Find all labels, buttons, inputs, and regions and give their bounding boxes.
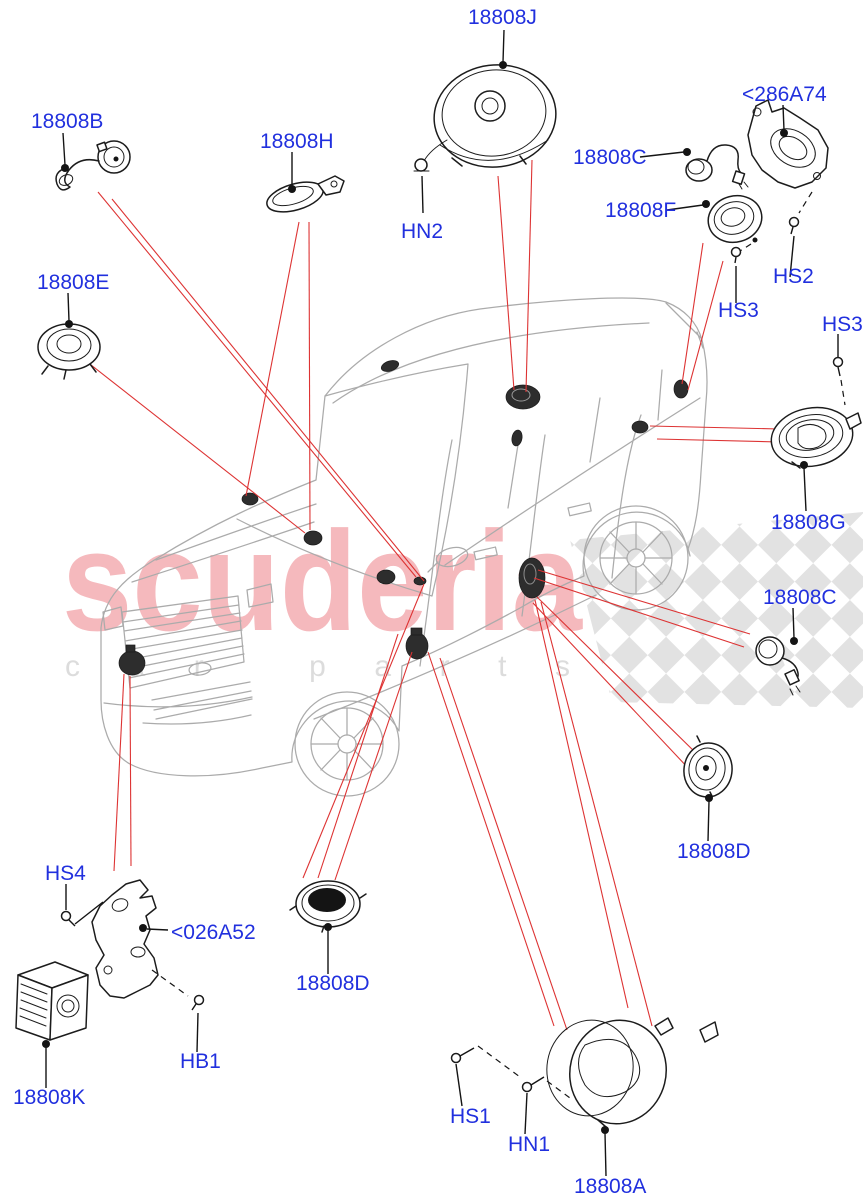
callout-18808J[interactable]: 18808J [468,6,537,29]
callout-HB1[interactable]: HB1 [180,1050,221,1073]
bumper-speaker-marker [118,650,146,676]
callout-18808D-center[interactable]: 18808D [296,972,370,995]
a-pillar-tweeter-marker [413,576,427,586]
car-grille [121,595,245,689]
part-18808C-top-tweeter [685,144,749,190]
car-illustration [100,297,708,797]
car-body-outline [100,297,708,777]
front-door-speaker-bracket [410,627,423,636]
bumper-speaker-bracket [125,644,136,653]
callout-HS4[interactable]: HS4 [45,862,86,885]
callout-HN2[interactable]: HN2 [401,220,443,243]
part-HS4-screw [60,901,104,927]
callout-18808K[interactable]: 18808K [13,1086,85,1109]
car-rear-details [665,302,704,349]
dash-right-speaker-marker [376,569,396,585]
callout-HS3-right[interactable]: HS3 [822,313,863,336]
part-drawings [15,64,862,1128]
car-mirror-stem [427,561,439,573]
part-18808H-speaker [266,175,345,213]
part-18808D-center-speaker [289,880,367,933]
callout-18808C-mid[interactable]: 18808C [763,586,837,609]
callout-18808B[interactable]: 18808B [31,110,103,133]
roof-speaker-marker-ring [511,388,531,402]
roof-rail-marker [380,360,400,372]
part-18808K-subwoofer [15,961,89,1041]
b-pillar-marker [511,429,523,447]
callout-18808H[interactable]: 18808H [260,130,334,153]
callout-18808E[interactable]: 18808E [37,271,109,294]
callout-026A52[interactable]: <026A52 [171,921,256,944]
car-badge [188,662,212,676]
car-hood-lines [131,503,317,583]
callout-18808A[interactable]: 18808A [574,1175,646,1198]
part-18808B-speaker [55,140,131,191]
callout-18808F[interactable]: 18808F [605,199,676,222]
car-door-handle-front [473,546,498,561]
car-windshield [236,363,469,597]
part-18808C-mid-tweeter [755,636,801,696]
callout-HN1[interactable]: HN1 [508,1133,550,1156]
part-callouts: 18808J 18808B 18808H 18808E HN2 18808C <… [13,6,863,1198]
part-18808E-speaker [37,323,101,380]
part-HS1-screw [450,1045,521,1078]
part-18808J-speaker [423,64,557,168]
part-HN1-bolt [521,1076,571,1099]
car-roof-inner-line [332,322,650,404]
part-HB1-bolt [191,994,205,1011]
car-front-wheel [294,691,400,797]
part-HS2-screw [788,216,800,235]
car-speaker-markers [118,360,689,676]
car-door-handle-rear [567,502,592,517]
car-headlights [102,583,274,631]
rear-pillar-marker [673,379,689,399]
part-026A52-bracket [91,879,189,999]
callout-18808D-right[interactable]: 18808D [677,840,751,863]
car-sill [313,594,597,720]
dash-center-speaker-marker [303,530,323,546]
checkered-flag [570,512,863,708]
part-18808F-speaker [707,194,763,252]
callout-HS2[interactable]: HS2 [773,265,814,288]
part-HS3-right-screw [832,356,846,406]
part-HS3-upper-screw [730,246,742,264]
car-rear-wheel [583,505,689,611]
part-286A74-bracket-assembly [747,99,829,214]
callout-HS1[interactable]: HS1 [450,1105,491,1128]
car-bumper-lines [103,681,253,725]
callout-HS3-upper[interactable]: HS3 [718,299,759,322]
watermark: scuderia car parts [62,502,863,708]
part-18808D-right-speaker [683,735,733,798]
front-door-speaker-marker [405,632,429,660]
rear-door-speaker-ring [523,563,537,585]
car-beltline [444,397,701,566]
part-HN2-bolt [413,158,430,214]
callout-18808G[interactable]: 18808G [771,511,846,534]
red-locator-lines [71,159,780,1031]
rear-quarter-marker [631,420,649,434]
roof-speaker-marker [505,384,541,410]
watermark-brand: scuderia [62,502,583,661]
car-mirror [435,546,469,568]
callout-18808C-top[interactable]: 18808C [573,146,647,169]
part-18808G-speaker [770,406,862,469]
callout-286A74[interactable]: <286A74 [742,83,827,106]
black-leader-lines [42,29,839,1177]
part-18808A-speaker [546,1017,719,1128]
